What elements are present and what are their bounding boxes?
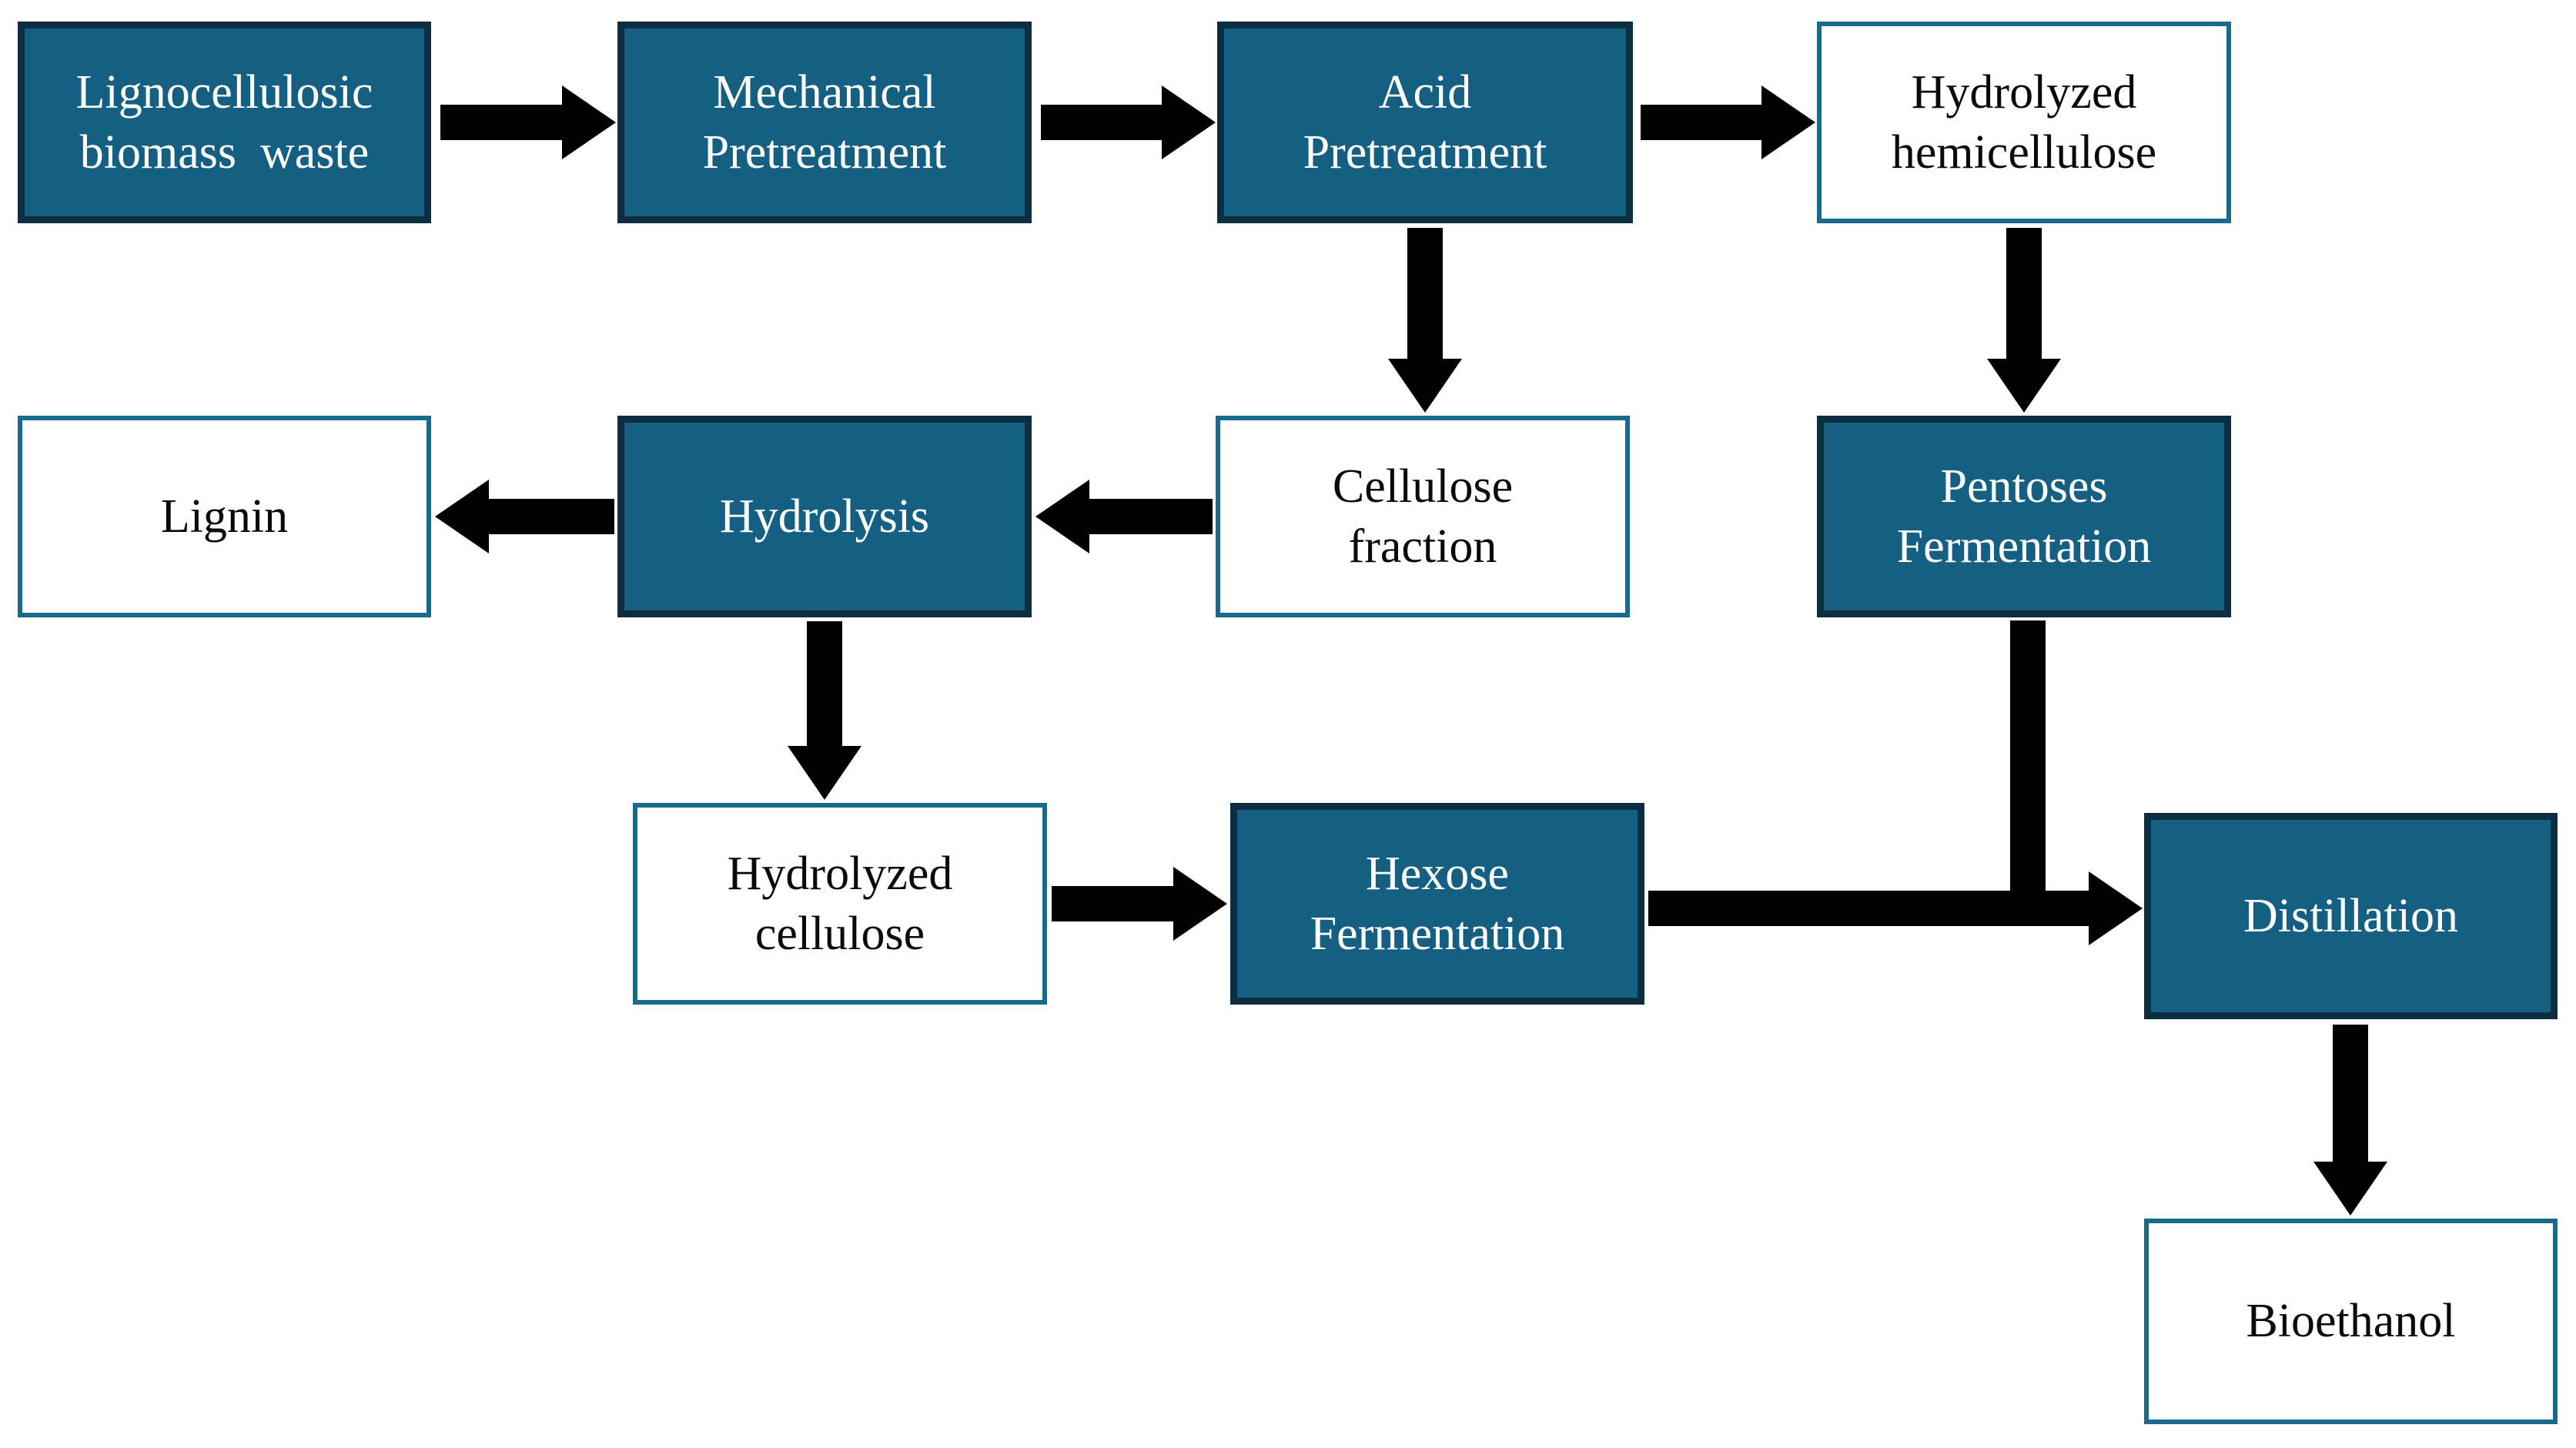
arrow-shaft (486, 499, 614, 534)
arrow-shaft (2333, 1025, 2368, 1165)
arrow-head-icon (435, 480, 489, 553)
node-hydrolyzed-hemicellulose: Hydrolyzed hemicellulose (1817, 22, 2231, 223)
arrow-hydrolyzed-cellulose-to-hexose (1052, 867, 1227, 941)
arrow-acid-to-cellulose-fraction (1388, 228, 1462, 413)
node-hydrolyzed-cellulose: Hydrolyzed cellulose (633, 803, 1047, 1005)
arrow-shaft (2006, 228, 2042, 362)
arrow-shaft (1041, 105, 1165, 140)
node-cellulose-fraction: Cellulose fraction (1216, 416, 1630, 617)
node-label: Distillation (2243, 889, 2458, 942)
node-label: Hydrolyzed hemicellulose (1891, 65, 2157, 179)
arrow-hemicellulose-to-pentoses (1987, 228, 2061, 413)
node-mechanical-pretreatment: Mechanical Pretreatment (617, 22, 1032, 223)
arrow-head-icon (2313, 1162, 2387, 1216)
node-label: Cellulose fraction (1332, 460, 1514, 573)
node-label: Lignin (160, 490, 289, 543)
node-distillation: Distillation (2144, 813, 2558, 1019)
arrow-head-icon (1761, 85, 1815, 159)
node-hexose-fermentation: Hexose Fermentation (1230, 803, 1644, 1005)
node-acid-pretreatment: Acid Pretreatment (1217, 22, 1633, 223)
node-lignocellulosic-biomass-waste: Lignocellulosic biomass waste (18, 22, 431, 223)
arrow-shaft (1648, 891, 2092, 926)
arrow-shaft (1641, 105, 1765, 140)
arrow-hexose-to-distillation (1648, 871, 2143, 945)
node-label: Mechanical Pretreatment (702, 65, 947, 179)
arrow-shaft (440, 105, 565, 140)
arrow-shaft (1052, 886, 1176, 921)
node-label: Acid Pretreatment (1303, 65, 1547, 179)
node-lignin: Lignin (18, 416, 431, 617)
arrow-mechanical-to-acid (1041, 85, 1216, 159)
node-label: Lignocellulosic biomass waste (75, 65, 373, 179)
arrow-shaft (1407, 228, 1443, 362)
node-label: Hydrolyzed cellulose (727, 847, 953, 960)
connector-pentoses-to-distillation-line (2010, 620, 2046, 926)
arrow-acid-to-hemicellulose (1641, 85, 1815, 159)
arrow-head-icon (1987, 359, 2061, 413)
node-label: Hexose Fermentation (1310, 847, 1565, 960)
arrow-head-icon (788, 746, 861, 800)
node-hydrolysis: Hydrolysis (617, 416, 1032, 617)
arrow-shaft (807, 621, 842, 749)
arrow-hydrolysis-to-hydrolyzed-cellulose (788, 621, 861, 800)
node-pentoses-fermentation: Pentoses Fermentation (1817, 416, 2231, 617)
node-label: Hydrolysis (719, 490, 930, 543)
arrow-head-icon (1162, 85, 1216, 159)
arrow-head-icon (562, 85, 616, 159)
arrow-head-icon (1173, 867, 1227, 941)
arrow-biomass-to-mechanical (440, 85, 616, 159)
node-bioethanol: Bioethanol (2144, 1219, 2558, 1424)
arrow-cellulose-fraction-to-hydrolysis (1035, 480, 1213, 553)
arrow-head-icon (2089, 871, 2143, 945)
node-label: Pentoses Fermentation (1896, 460, 2152, 573)
arrow-distillation-to-bioethanol (2313, 1025, 2387, 1216)
node-label: Bioethanol (2246, 1295, 2456, 1348)
arrow-shaft (1086, 499, 1213, 534)
arrow-head-icon (1388, 359, 1462, 413)
arrow-head-icon (1035, 480, 1089, 553)
arrow-hydrolysis-to-lignin (435, 480, 614, 553)
